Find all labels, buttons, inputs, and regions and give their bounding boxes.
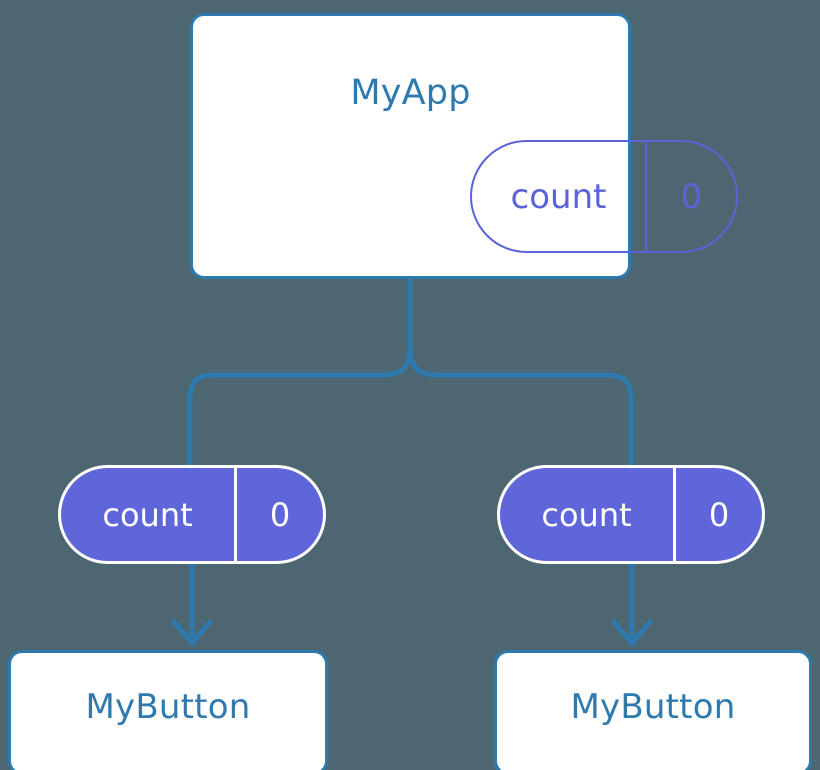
- state-pill-branch-right[interactable]: count 0: [497, 465, 765, 564]
- component-label-mybutton-left: MyButton: [85, 687, 251, 727]
- component-label-myapp: MyApp: [350, 73, 471, 113]
- arrow-head-right-icon: [611, 619, 653, 646]
- state-key-root: count: [510, 176, 607, 217]
- component-box-myapp[interactable]: MyApp count 0: [190, 13, 738, 279]
- state-value-branch-right: 0: [673, 468, 762, 561]
- component-box-mybutton-left[interactable]: MyButton: [8, 650, 328, 770]
- state-key-branch-left: count: [102, 495, 193, 534]
- branch-connector-left: [187, 342, 413, 471]
- state-value-branch-left: 0: [234, 468, 323, 561]
- state-key-branch-right: count: [541, 495, 632, 534]
- arrow-head-left-icon: [171, 619, 213, 646]
- state-value-root: 0: [645, 142, 736, 251]
- state-pill-branch-left[interactable]: count 0: [58, 465, 326, 564]
- component-label-mybutton-right: MyButton: [570, 687, 736, 727]
- branch-connector-right: [407, 342, 634, 471]
- component-box-mybutton-right[interactable]: MyButton: [494, 650, 812, 770]
- state-pill-root[interactable]: count 0: [470, 140, 738, 253]
